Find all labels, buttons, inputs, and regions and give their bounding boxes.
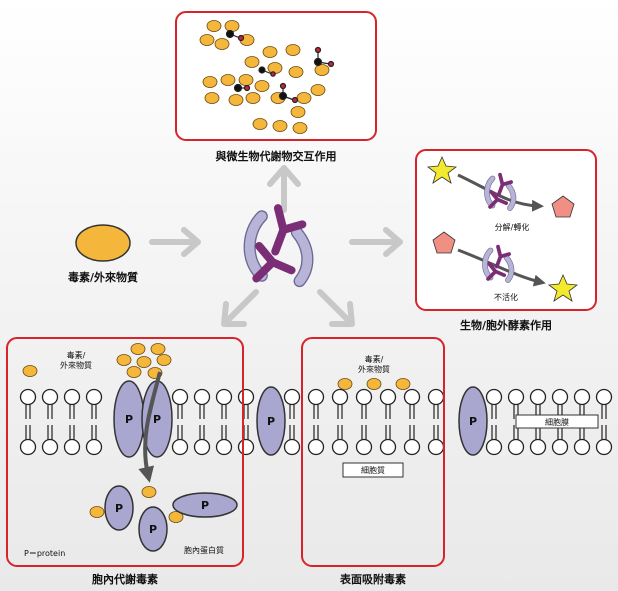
- star-icon-2: [547, 274, 579, 302]
- pentagon-icon: [551, 195, 575, 218]
- adsorbent-binder-icon: [250, 208, 308, 281]
- microbe-box: [175, 11, 377, 141]
- intra-protein-label: 胞內蛋白質: [184, 545, 224, 555]
- intracellular-protein-1: [104, 485, 134, 531]
- membrane-protein-right-label: P: [469, 415, 477, 428]
- intracellular-protein-1-label: P: [115, 502, 123, 515]
- toxin-dot-inner: [89, 506, 105, 518]
- intracellular-toxin-cluster: [116, 343, 172, 379]
- toxin-dot-small: [22, 365, 38, 377]
- intracellular-label: 胞內代謝毒素: [92, 572, 158, 586]
- intracellular-protein-3-label: P: [201, 499, 209, 512]
- intracellular-protein-3: [172, 492, 238, 518]
- protein-legend: P＝protein: [24, 549, 65, 558]
- channel-protein-right-label: P: [153, 413, 161, 426]
- membrane-protein: [256, 386, 286, 456]
- surface-label: 表面吸附毒素: [339, 572, 406, 586]
- inactivate-label: 不活化: [494, 292, 518, 302]
- intracellular-protein-2-label: P: [149, 523, 157, 536]
- membrane-label: 細胞膜: [545, 417, 569, 427]
- pentagon-icon-2: [432, 231, 456, 254]
- toxin-ellipse: [75, 224, 131, 262]
- enzyme-box: [415, 149, 597, 311]
- cytoplasm-tag: [342, 462, 404, 478]
- toxin-small-label-1b: 外來物質: [60, 360, 92, 370]
- toxin-small-label-2b: 外來物質: [358, 364, 390, 374]
- intracellular-protein-2: [138, 506, 168, 552]
- metabolite-molecules: [225, 29, 335, 104]
- gray-arrows: [149, 165, 403, 327]
- toxin-label: 毒素/外來物質: [68, 270, 138, 284]
- toxin-small-label-2a: 毒素/: [365, 354, 384, 364]
- membrane-tag: [515, 414, 599, 429]
- microbe-label: 與微生物代謝物交互作用: [216, 149, 337, 163]
- surface-box: [301, 337, 445, 567]
- channel-protein-left-label: P: [125, 413, 133, 426]
- cytoplasm-label: 細胞質: [361, 465, 385, 475]
- toxin-dot-inner-2: [141, 486, 157, 498]
- enzyme-label: 生物/胞外酵素作用: [460, 318, 552, 332]
- inactivate-arrow: [457, 248, 546, 287]
- membrane-protein-right: [458, 386, 488, 456]
- adsorbed-toxins: [337, 378, 411, 390]
- star-icon: [426, 156, 458, 184]
- decompose-label: 分解/轉化: [495, 222, 530, 232]
- intracellular-box: [6, 337, 244, 567]
- membrane-protein-label: P: [267, 415, 275, 428]
- toxin-small-label-1a: 毒素/: [67, 350, 86, 360]
- uptake-arrow: [138, 371, 162, 483]
